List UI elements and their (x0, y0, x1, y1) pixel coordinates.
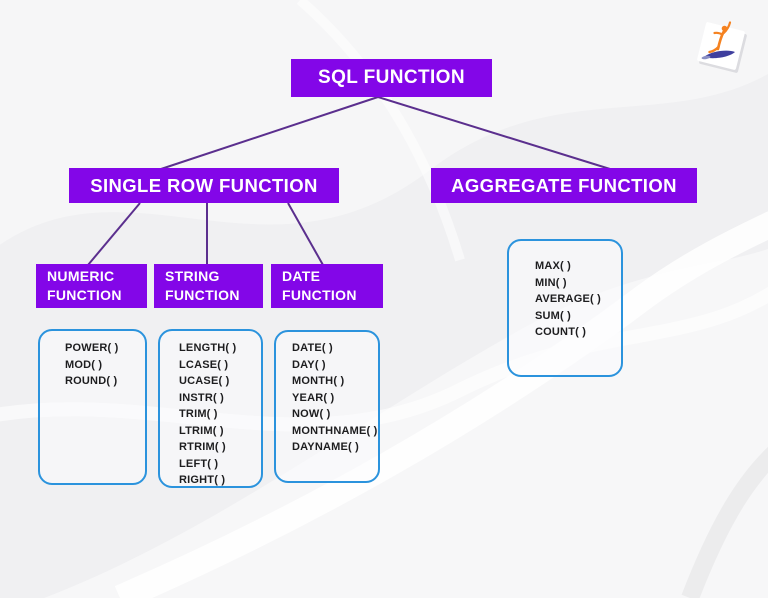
function-item: MOD( ) (65, 358, 103, 371)
function-item: MIN( ) (535, 276, 567, 289)
brand-logo-icon (697, 21, 747, 73)
function-item: AVERAGE( ) (535, 293, 601, 305)
node-single-row-function-label: SINGLE ROW FUNCTION (90, 174, 318, 196)
function-item: LEFT( ) (179, 457, 219, 470)
function-item: ROUND( ) (65, 375, 118, 387)
node-numeric-function-label-line2: FUNCTION (47, 287, 122, 303)
function-item: DATE( ) (292, 342, 333, 354)
date-function-list: DATE( ) DAY( ) MONTH( ) YEAR( ) NOW( ) M… (274, 330, 380, 483)
node-numeric-function-label-line1: NUMERIC (47, 268, 115, 284)
function-item: POWER( ) (65, 342, 119, 354)
function-item: DAY( ) (292, 358, 326, 371)
function-item: NOW( ) (292, 408, 331, 420)
string-function-list: LENGTH( ) LCASE( ) UCASE( ) INSTR( ) TRI… (158, 329, 263, 488)
node-aggregate-function: AGGREGATE FUNCTION (431, 168, 697, 203)
node-string-function-label-line1: STRING (165, 268, 220, 284)
function-item: DAYNAME( ) (292, 441, 359, 453)
function-item: LTRIM( ) (179, 424, 224, 437)
node-string-function-label-line2: FUNCTION (165, 287, 240, 303)
function-item: UCASE( ) (179, 375, 230, 387)
node-date-function-label-line2: FUNCTION (282, 287, 357, 303)
aggregate-function-list: MAX( ) MIN( ) AVERAGE( ) SUM( ) COUNT( ) (507, 239, 623, 377)
node-sql-function-label: SQL FUNCTION (318, 67, 465, 88)
function-item: MAX( ) (535, 260, 572, 272)
function-item: MONTH( ) (292, 375, 345, 387)
node-sql-function: SQL FUNCTION (291, 59, 492, 97)
function-item: MONTHNAME( ) (292, 424, 378, 437)
function-item: LCASE( ) (179, 358, 229, 371)
function-item: YEAR( ) (292, 391, 335, 404)
node-date-function: DATE FUNCTION (271, 264, 383, 308)
node-string-function: STRING FUNCTION (154, 264, 263, 308)
node-aggregate-function-label: AGGREGATE FUNCTION (451, 174, 677, 196)
node-numeric-function: NUMERIC FUNCTION (36, 264, 147, 308)
function-item: TRIM( ) (179, 408, 218, 420)
node-single-row-function: SINGLE ROW FUNCTION (69, 168, 339, 203)
function-item: INSTR( ) (179, 391, 224, 404)
brand-logo (686, 16, 756, 82)
numeric-function-list: POWER( ) MOD( ) ROUND( ) (38, 329, 147, 485)
function-item: LENGTH( ) (179, 342, 237, 354)
function-item: SUM( ) (535, 309, 572, 322)
node-date-function-label-line1: DATE (282, 268, 321, 284)
function-item: RIGHT( ) (179, 474, 226, 486)
function-item: RTRIM( ) (179, 441, 226, 453)
function-item: COUNT( ) (535, 326, 587, 338)
